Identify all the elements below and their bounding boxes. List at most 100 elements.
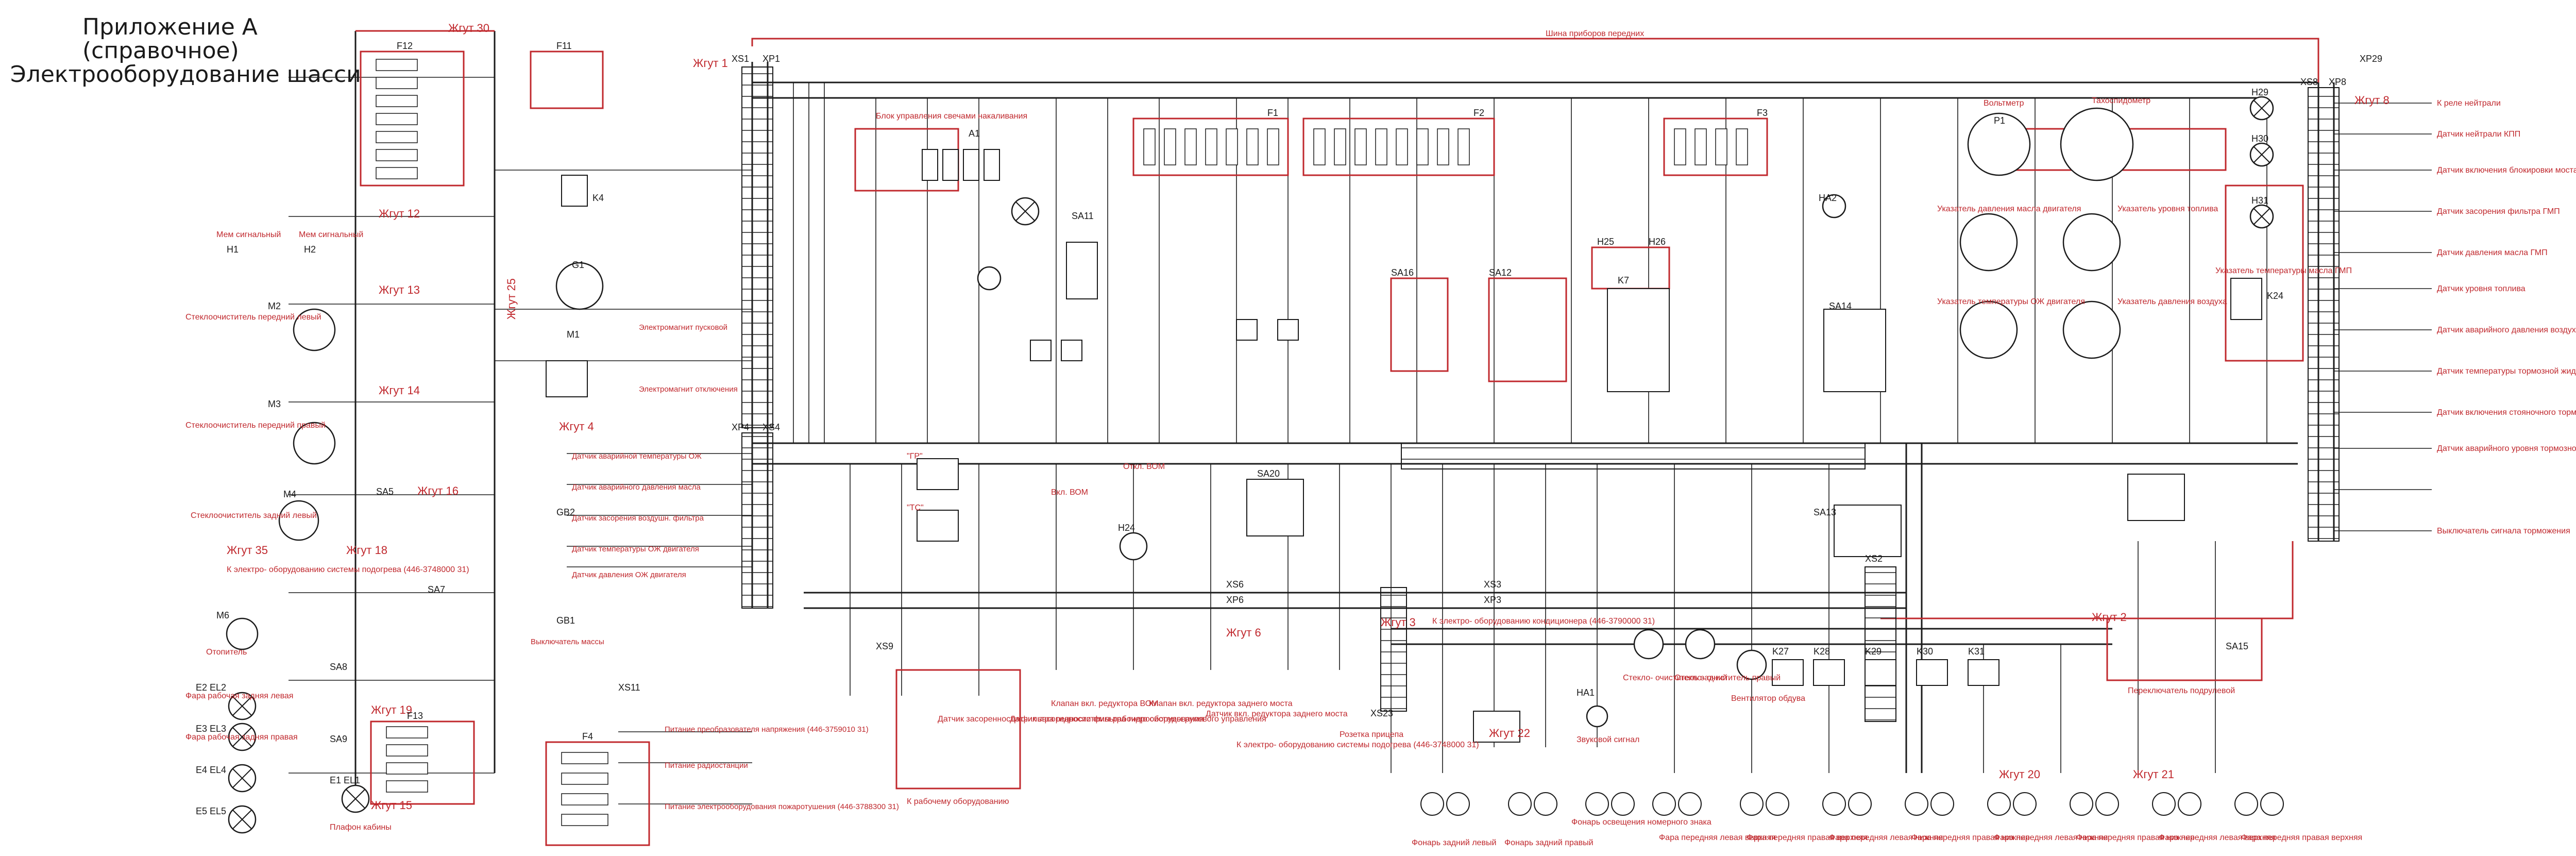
harness-label-20: Жгут 20 (1999, 768, 2040, 781)
harness-label-3: Жгут 3 (1381, 616, 1416, 629)
svg-text:"ТС": "ТС" (907, 503, 924, 512)
svg-text:SA11: SA11 (1072, 211, 1094, 221)
svg-text:SA8: SA8 (330, 662, 347, 672)
harness-labels: Жгут 30 Жгут 1 Жгут 8 Жгут 12 Жгут 13 Жг… (227, 22, 2389, 812)
fuse-block-f11 (530, 51, 604, 109)
connector-xs8-xp8 (2308, 87, 2340, 542)
steering-switch-label: Переключатель подрулевой (2128, 686, 2235, 695)
ac-link-label: К электро- оборудованию кондиционера (44… (1432, 617, 1655, 626)
wiper-motor-m3 (293, 422, 336, 465)
svg-text:HA1: HA1 (1577, 687, 1595, 698)
switch-sa12 (1488, 277, 1567, 382)
svg-text:XS8: XS8 (2300, 77, 2318, 87)
harness-label-2: Жгут 2 (2092, 611, 2127, 624)
svg-text:K31: K31 (1968, 646, 1985, 657)
left-branches (289, 77, 2432, 804)
svg-text:K27: K27 (1772, 646, 1789, 657)
wiper-right-m9 (1685, 629, 1716, 660)
right-labels: Вольтметр Тахоспидометр Указатель давлен… (1577, 96, 2576, 842)
svg-text:XP3: XP3 (1484, 595, 1501, 605)
buzzer-ha1 (1586, 705, 1608, 728)
svg-text:M2: M2 (268, 301, 281, 311)
fuel-gauge-p5 (2062, 213, 2121, 272)
wiper-right-label: Стеклоочиститель передний правый (185, 421, 326, 430)
svg-text:XS11: XS11 (618, 682, 640, 693)
svg-text:Датчик аварийной температуры О: Датчик аварийной температуры ОЖ (572, 452, 702, 461)
svg-text:Датчик давления масла ГМП: Датчик давления масла ГМП (2437, 248, 2548, 257)
fan-m7 (1736, 649, 1767, 680)
connector-xs23 (1380, 587, 1407, 712)
glow-control-label: Блок управления свечами накаливания (876, 112, 1027, 121)
fuse-block-f1 (1132, 118, 1289, 176)
svg-text:Датчик вкл. редуктора заднего: Датчик вкл. редуктора заднего моста (1206, 710, 1348, 718)
harness-label-4: Жгут 4 (559, 420, 594, 433)
heater-link-label: К электро- оборудованию системы подогрев… (227, 565, 469, 574)
wiper-rear-m8 (1633, 629, 1664, 660)
svg-text:F12: F12 (397, 41, 413, 51)
svg-text:XS1: XS1 (732, 54, 749, 64)
pto-connector-block (895, 669, 1021, 790)
svg-text:XS3: XS3 (1484, 579, 1501, 590)
svg-text:Фара передняя левая верхняя: Фара передняя левая верхняя (2159, 833, 2276, 842)
svg-text:K28: K28 (1814, 646, 1830, 657)
svg-text:Питание радиостанции: Питание радиостанции (665, 761, 748, 770)
harness-label-22: Жгут 22 (1489, 727, 1530, 740)
connector-xs3-xp3 (1401, 443, 1866, 469)
svg-text:Указатель уровня топлива: Указатель уровня топлива (2117, 205, 2218, 213)
svg-text:Клапан вкл. редуктора ВОМ: Клапан вкл. редуктора ВОМ (1051, 699, 1158, 708)
wiper-motor-m4 (278, 500, 319, 541)
svg-text:E3 EL3: E3 EL3 (196, 724, 226, 734)
svg-text:SA15: SA15 (2226, 641, 2248, 651)
voltmeter-p1 (1967, 112, 2031, 176)
svg-text:GB2: GB2 (556, 507, 575, 517)
center-labels: Блок управления свечами накаливания "ГР"… (876, 112, 1711, 847)
harness-label-12: Жгут 12 (379, 207, 420, 220)
trailer-socket-label: Розетка прицепа (1340, 730, 1403, 739)
svg-text:SA13: SA13 (1814, 507, 1836, 517)
air-pressure-gauge-p6 (2062, 300, 2121, 359)
svg-text:XP29: XP29 (2360, 54, 2382, 64)
svg-text:M4: M4 (283, 489, 296, 499)
heater-motor-m6 (226, 617, 259, 650)
harness-label-18: Жгут 18 (346, 544, 387, 557)
generator-g1 (555, 262, 604, 310)
lamp-el3-center (1119, 532, 1148, 561)
svg-text:H31: H31 (2251, 195, 2268, 206)
left-designators: H1 H2 M2 M3 M4 M6 E1 EL1 E2 EL2 E3 EL3 E… (196, 41, 445, 816)
oil-pressure-gauge-p2 (1959, 213, 2018, 272)
svg-text:SA5: SA5 (376, 486, 394, 497)
svg-text:Фонарь освещения номерного зна: Фонарь освещения номерного знака (1571, 818, 1711, 827)
svg-text:M6: M6 (216, 610, 229, 620)
svg-text:F3: F3 (1757, 108, 1768, 118)
svg-text:Указатель давления воздуха: Указатель давления воздуха (2117, 297, 2227, 306)
svg-text:Фара передняя правая верхняя: Фара передняя правая верхняя (2241, 833, 2362, 842)
page-subtitle: (справочное) (82, 38, 239, 64)
svg-text:H24: H24 (1118, 523, 1135, 533)
svg-text:E5 EL5: E5 EL5 (196, 806, 226, 816)
harness-label-1: Жгут 1 (693, 57, 728, 70)
buzzer-ha2 (1822, 194, 1846, 219)
horn-right-label: Звуковой сигнал (1577, 735, 1639, 744)
center-left-labels: Электромагнит пусковой Электромагнит отк… (531, 323, 899, 811)
svg-text:XS23: XS23 (1370, 708, 1393, 718)
svg-text:Фара передняя левая нижняя: Фара передняя левая нижняя (1994, 833, 2108, 842)
svg-text:Клапан вкл. редуктора заднего: Клапан вкл. редуктора заднего моста (1149, 699, 1293, 708)
wiper-motor-m2 (293, 308, 336, 351)
svg-text:K4: K4 (592, 193, 604, 203)
harness-label-14: Жгут 14 (379, 384, 420, 397)
svg-text:Датчик аварийного давления мас: Датчик аварийного давления масла (572, 483, 701, 492)
lamp-pair-h25-h26 (1591, 246, 1670, 290)
connector-strips (741, 66, 2340, 722)
relays (546, 149, 2262, 743)
switch-sa16 (1390, 277, 1449, 372)
harness-label-30: Жгут 30 (448, 22, 489, 35)
front-lamp-cluster (1420, 792, 2284, 816)
svg-text:F11: F11 (556, 41, 572, 51)
voltmeter-label: Вольтметр (1984, 99, 2024, 108)
horn-label-2: Мем сигнальный (299, 230, 363, 239)
harness-label-35: Жгут 35 (227, 544, 268, 557)
left-component-labels: Мем сигнальный Мем сигнальный Стеклоочис… (185, 230, 469, 832)
coolant-gauge-p3 (1959, 300, 2018, 359)
fuse-block-f2 (1302, 118, 1495, 176)
svg-text:Датчик засорения фильтра ГМП: Датчик засорения фильтра ГМП (2437, 207, 2560, 216)
